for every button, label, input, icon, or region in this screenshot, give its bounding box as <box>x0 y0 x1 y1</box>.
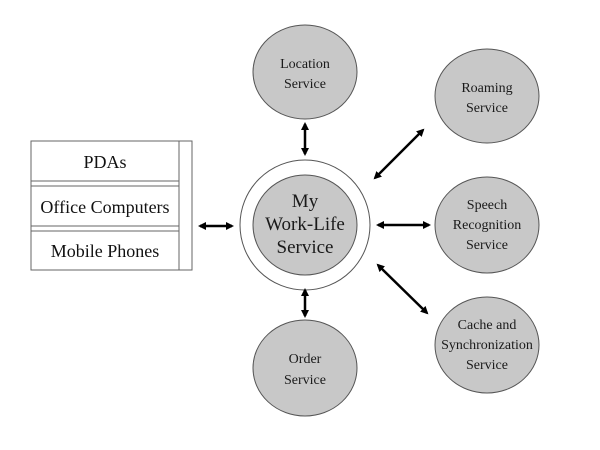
service-roaming: Roaming Service <box>434 48 540 144</box>
service-roaming-line-2: Service <box>466 101 508 116</box>
service-location-circle <box>252 24 358 120</box>
center-label-line-2: Work-Life <box>265 214 345 235</box>
service-cache-circle <box>434 296 540 394</box>
arrow-center-cache <box>376 263 429 315</box>
service-location-line-2: Service <box>284 77 326 92</box>
service-speech-line-2: Recognition <box>453 218 521 233</box>
devices-group: PDAs Office Computers Mobile Phones <box>30 140 193 271</box>
service-speech-line-1: Speech <box>467 198 507 213</box>
center-inner-circle <box>252 174 358 276</box>
device-box-mobile-phones <box>30 230 180 271</box>
service-cache-line-2: Synchronization <box>441 338 533 353</box>
center-node: My Work-Life Service <box>239 159 371 291</box>
service-speech-line-3: Service <box>466 238 508 253</box>
device-label-pdas: PDAs <box>83 152 126 172</box>
center-label-line-3: Service <box>277 237 334 258</box>
device-box-pdas <box>30 140 180 182</box>
device-box-office-computers <box>30 185 180 227</box>
center-label-line-1: My <box>292 191 319 212</box>
device-label-office-computers: Office Computers <box>40 197 169 217</box>
service-order-line-1: Order <box>289 352 322 367</box>
service-roaming-line-1: Roaming <box>461 81 512 96</box>
service-order: Order Service <box>252 319 358 417</box>
service-cache-line-1: Cache and <box>458 318 517 333</box>
service-order-circle <box>252 319 358 417</box>
service-speech-circle <box>434 176 540 274</box>
service-cache: Cache and Synchronization Service <box>434 296 540 394</box>
service-speech: Speech Recognition Service <box>434 176 540 274</box>
service-location: Location Service <box>252 24 358 120</box>
service-order-line-2: Service <box>284 373 326 388</box>
device-label-mobile-phones: Mobile Phones <box>51 241 160 261</box>
service-roaming-circle <box>434 48 540 144</box>
service-location-line-1: Location <box>280 57 330 72</box>
service-cache-line-3: Service <box>466 358 508 373</box>
arrow-center-roaming <box>373 128 425 180</box>
